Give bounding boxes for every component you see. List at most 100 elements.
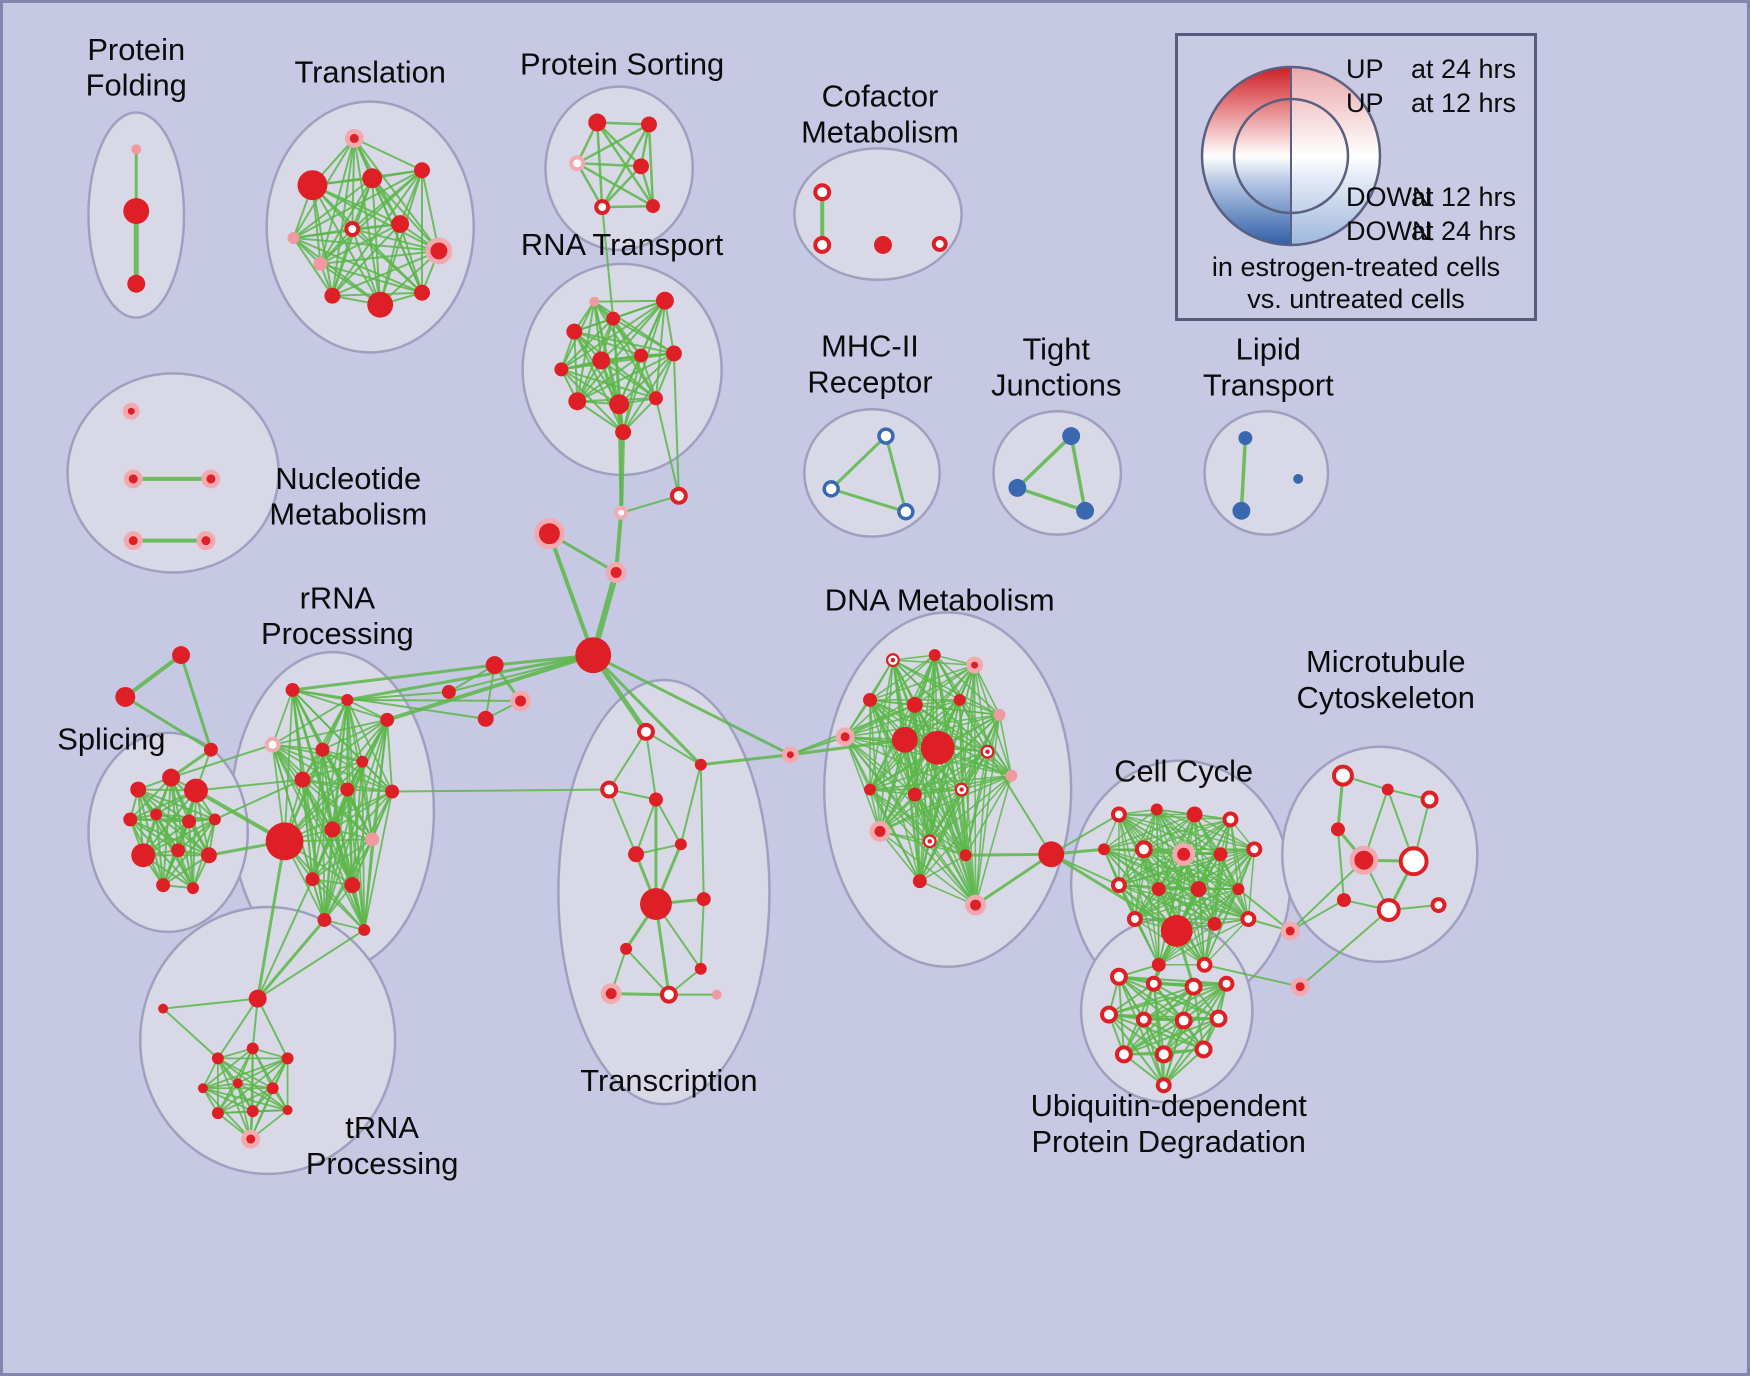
legend-left-half: [1202, 67, 1291, 245]
node-mc8: [1376, 898, 1401, 922]
edge: [591, 653, 703, 767]
edge: [142, 818, 216, 857]
node-ub8: [1209, 1009, 1228, 1028]
node-cc4: [1222, 811, 1239, 828]
node-dm17: [922, 834, 937, 849]
node-rr7: [294, 771, 311, 788]
node-tn5: [281, 1052, 294, 1065]
edge: [292, 236, 440, 252]
edge: [904, 738, 921, 882]
legend-direction-label: DOWN: [1346, 182, 1432, 212]
node-t10: [324, 287, 341, 304]
node-lt3: [1293, 473, 1304, 484]
node-tn6: [197, 1083, 208, 1094]
node-nm2: [123, 469, 143, 489]
edge: [1156, 808, 1256, 851]
edge: [1134, 918, 1160, 966]
node-tc1: [637, 722, 655, 741]
edge: [292, 169, 423, 239]
node-cc17: [1240, 911, 1257, 927]
edge: [1229, 818, 1250, 920]
node-tn11: [282, 1105, 293, 1116]
node-lkdm: [781, 746, 799, 764]
label-rna-transport: RNA Transport: [521, 227, 724, 262]
edge: [129, 789, 197, 821]
edge: [879, 830, 967, 857]
edge: [1162, 1017, 1220, 1056]
edge: [892, 654, 936, 661]
edge: [1118, 853, 1185, 886]
node-cc12: [1190, 881, 1207, 898]
edge: [202, 1087, 289, 1112]
edge: [194, 778, 304, 792]
node-t2: [297, 170, 328, 201]
node-nm1: [122, 402, 140, 420]
edge: [236, 1082, 289, 1112]
edge: [904, 738, 977, 906]
node-cc9: [1246, 841, 1263, 858]
node-rt7: [634, 348, 648, 363]
edge: [292, 236, 423, 294]
node-rr10: [265, 822, 304, 861]
edge: [679, 763, 702, 846]
legend-direction-label: UP: [1346, 54, 1384, 84]
node-cc7: [1172, 842, 1196, 866]
edge: [958, 699, 1013, 777]
edge: [236, 1057, 289, 1085]
edge: [216, 997, 259, 1060]
node-dm18: [959, 849, 972, 862]
edge: [869, 664, 976, 701]
edge: [292, 236, 382, 306]
node-tc8: [696, 892, 711, 907]
node-dm13: [907, 787, 922, 802]
edge: [1122, 1019, 1185, 1056]
node-nm4: [123, 531, 143, 551]
node-mh2: [822, 480, 840, 498]
cluster-microtubule-cytoskeleton: [1280, 745, 1479, 964]
edge: [844, 714, 1001, 738]
edge: [129, 818, 180, 852]
node-rr13: [305, 872, 320, 887]
legend-time-label: at 24 hrs: [1410, 216, 1516, 246]
node-ub11: [1194, 1040, 1213, 1059]
node-t4: [414, 162, 430, 179]
edge: [391, 788, 611, 793]
edge: [1049, 852, 1179, 933]
node-cc15: [1160, 915, 1193, 947]
edge: [919, 750, 989, 882]
edge: [1107, 1013, 1205, 1051]
node-pf1: [131, 144, 142, 155]
node-dm1: [885, 653, 900, 668]
node-ps4: [633, 158, 649, 175]
edge: [928, 840, 977, 906]
node-tj2: [1008, 478, 1027, 497]
edge: [331, 790, 394, 831]
edge: [202, 1057, 289, 1090]
node-ub9: [1114, 1045, 1133, 1064]
edge: [560, 299, 666, 371]
edge: [129, 776, 173, 821]
edge: [879, 788, 963, 833]
node-rr14: [344, 877, 361, 894]
edge: [271, 743, 366, 931]
legend-gradient-circle-icon: [1200, 65, 1382, 247]
edge: [595, 121, 643, 168]
edge: [919, 746, 939, 882]
edge: [251, 1047, 289, 1112]
cluster-protein-sorting: [544, 85, 695, 252]
edge: [1107, 982, 1155, 1016]
node-dm3: [966, 656, 984, 674]
node-nm3: [201, 469, 221, 489]
edge: [654, 352, 675, 400]
edge: [844, 699, 961, 738]
node-cn4: [605, 562, 627, 583]
edge: [547, 531, 596, 658]
edge: [576, 352, 675, 403]
edge: [600, 359, 657, 400]
legend-row-down-12: DOWN at 12 hrs: [1178, 182, 1534, 212]
node-rt10: [609, 394, 630, 415]
edge: [879, 830, 977, 906]
